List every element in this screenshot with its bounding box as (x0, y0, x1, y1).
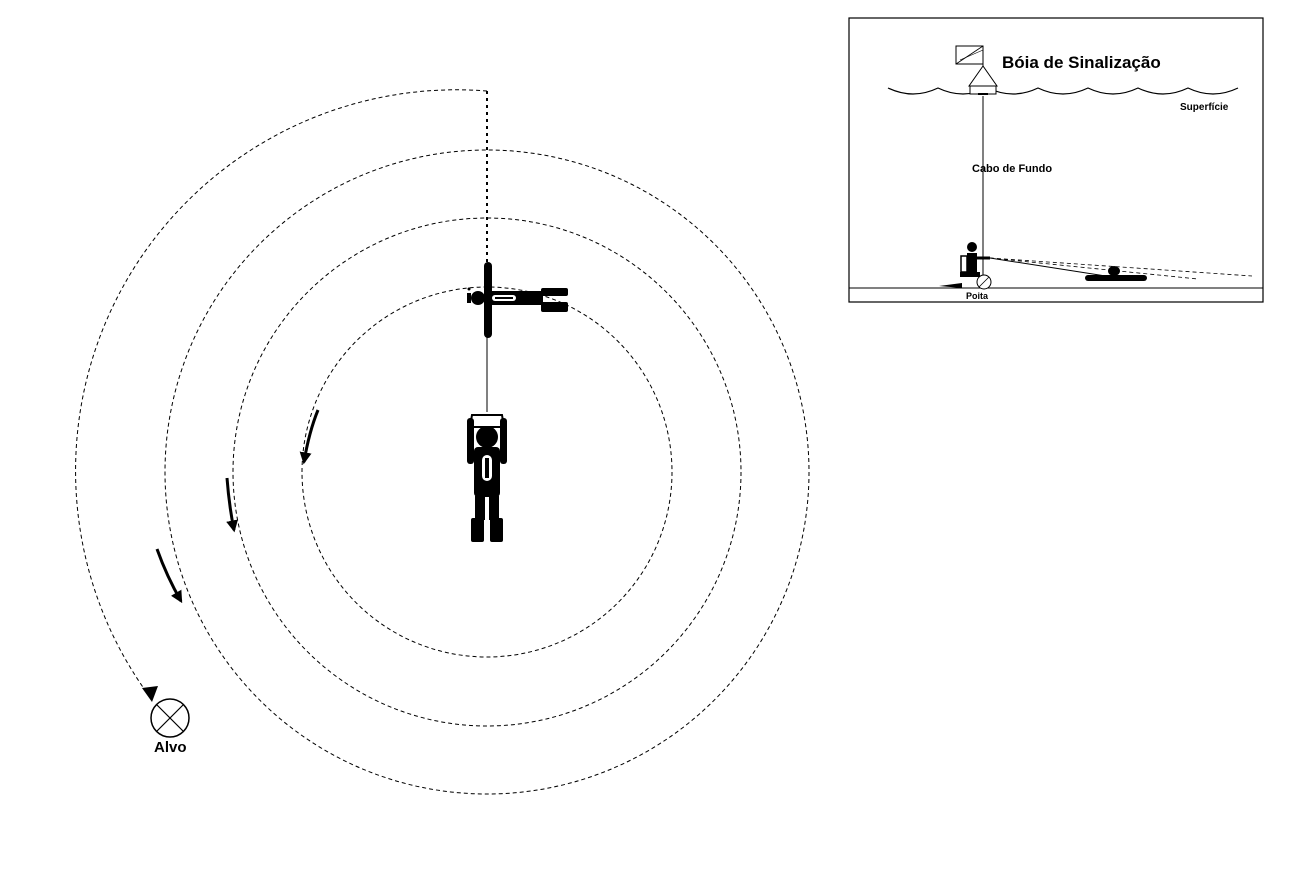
inset-frame (848, 17, 1264, 303)
inset-side-view: Bóia de Sinalização Superfície Cabo de F… (848, 17, 1264, 303)
sweep-line-3 (989, 257, 1113, 278)
surface-wave (887, 87, 1239, 95)
sweep-line-1 (989, 257, 1253, 277)
tender-diver-icon (939, 242, 990, 288)
direction-arrow-middle (225, 477, 239, 533)
search-pattern: Alvo (75, 89, 810, 795)
searcher-diver-icon (1085, 266, 1147, 281)
target-icon (150, 698, 190, 738)
search-arc-outer (75, 89, 488, 698)
direction-arrow-inner (299, 409, 320, 465)
weight-label: Poita (966, 291, 989, 301)
surface-label: Superfície (1180, 102, 1229, 113)
buoy-label: Bóia de Sinalização (1002, 53, 1161, 72)
downline-label: Cabo de Fundo (972, 163, 1052, 175)
direction-arrow-outer (155, 548, 183, 604)
target-label: Alvo (154, 739, 187, 756)
weight-icon (976, 274, 992, 290)
diver-horizontal-icon (467, 262, 568, 338)
search-circle-3 (164, 149, 810, 795)
diver-vertical-icon (467, 414, 507, 542)
target-arrowhead (142, 686, 158, 702)
marker-buoy-icon (955, 45, 998, 95)
search-circle-2 (232, 217, 742, 727)
